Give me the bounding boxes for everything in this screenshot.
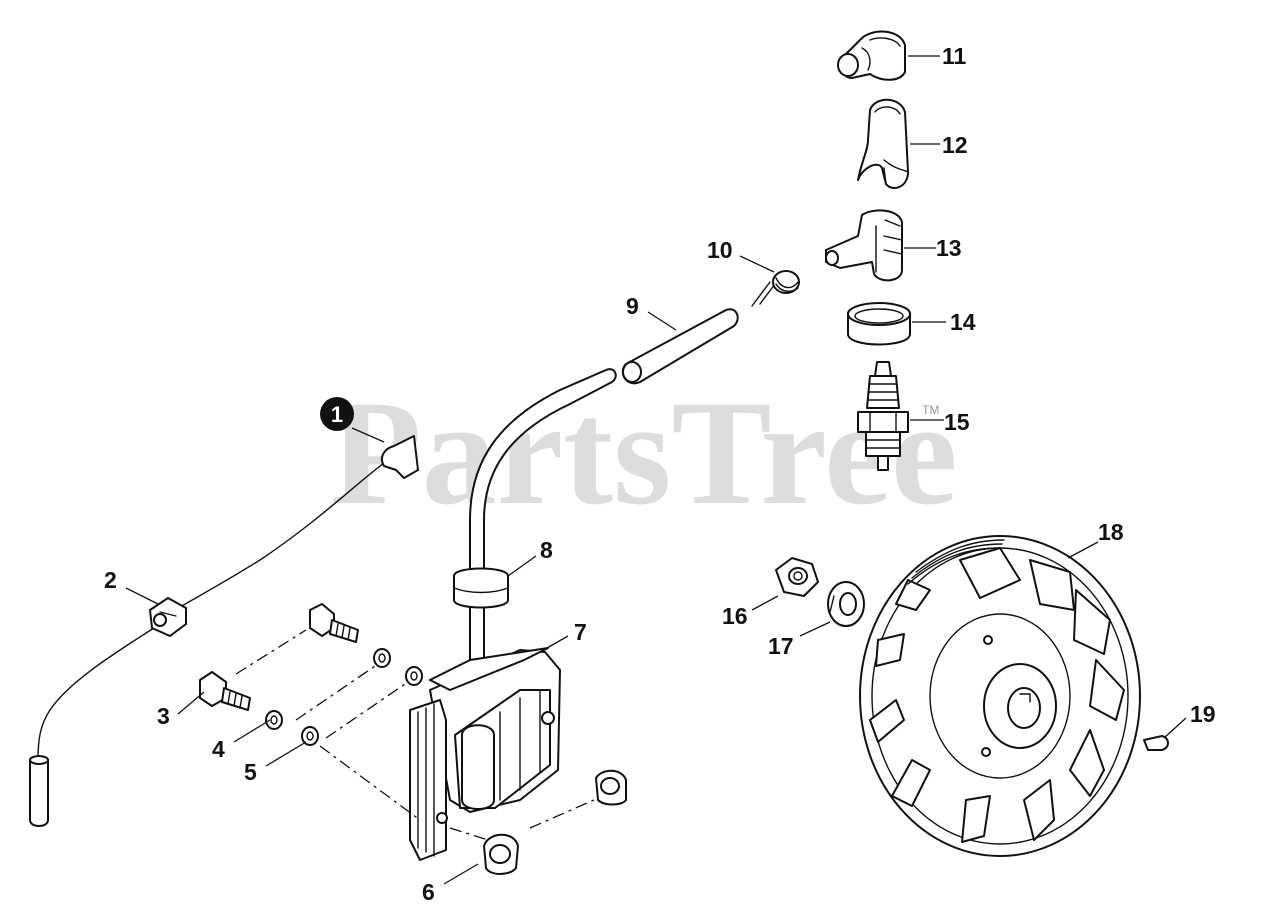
callout-10[interactable]: 10: [707, 237, 733, 263]
callout-1: 1: [331, 402, 343, 427]
callout-19[interactable]: 19: [1190, 701, 1216, 727]
part-5-washer[interactable]: [301, 666, 423, 746]
callout-3[interactable]: 3: [157, 703, 170, 729]
callout-13[interactable]: 13: [936, 235, 962, 261]
part-16-nut[interactable]: [775, 557, 819, 597]
callout-1-badge[interactable]: 1: [320, 397, 354, 431]
part-6-mount-lower[interactable]: [483, 833, 519, 875]
part-14-ring[interactable]: [847, 302, 911, 346]
callout-17[interactable]: 17: [768, 633, 794, 659]
callout-6[interactable]: 6: [422, 879, 435, 905]
watermark-text: PartsTree: [330, 370, 957, 536]
callout-9[interactable]: 9: [626, 293, 639, 319]
part-17-lock-washer[interactable]: [827, 581, 865, 627]
callout-5[interactable]: 5: [244, 759, 257, 785]
part-13-plug-terminal[interactable]: [825, 209, 903, 282]
leader-lines: [125, 55, 1187, 885]
part-7-ignition-coil[interactable]: [409, 368, 617, 861]
callout-18[interactable]: 18: [1098, 519, 1124, 545]
part-8-grommet[interactable]: [453, 567, 509, 609]
callout-4[interactable]: 4: [212, 736, 225, 762]
part-15-spark-plug[interactable]: [857, 361, 909, 471]
callout-15[interactable]: 15: [944, 409, 970, 435]
part-11-plug-cap[interactable]: [837, 30, 906, 81]
assembly-lines: [235, 629, 595, 841]
callout-8[interactable]: 8: [540, 537, 553, 563]
part-9-tube[interactable]: [621, 308, 739, 385]
watermark-trademark: TM: [922, 403, 939, 417]
callout-14[interactable]: 14: [950, 309, 976, 335]
callout-2[interactable]: 2: [104, 567, 117, 593]
part-18-flywheel[interactable]: [859, 535, 1141, 857]
callout-11[interactable]: 11: [942, 43, 967, 69]
part-2-wire-grommet[interactable]: [149, 597, 187, 637]
callout-7[interactable]: 7: [574, 619, 587, 645]
part-12-boot-cover[interactable]: [857, 98, 909, 189]
part-3-bolt-upper[interactable]: [309, 603, 359, 643]
callout-12[interactable]: 12: [942, 132, 968, 158]
part-4-washer[interactable]: [265, 648, 391, 730]
callout-16[interactable]: 16: [722, 603, 748, 629]
part-10-spring[interactable]: [751, 270, 800, 307]
part-3-bolt-lower[interactable]: [199, 671, 251, 711]
part-19-key[interactable]: [1143, 735, 1169, 751]
callout-labels: 1 2 3 4 5 6 7 8 9 10 11 12 13 14 15 16 1…: [104, 43, 1216, 905]
part-1-switch-wire[interactable]: [29, 435, 419, 827]
part-6-mount-upper[interactable]: [595, 769, 627, 806]
